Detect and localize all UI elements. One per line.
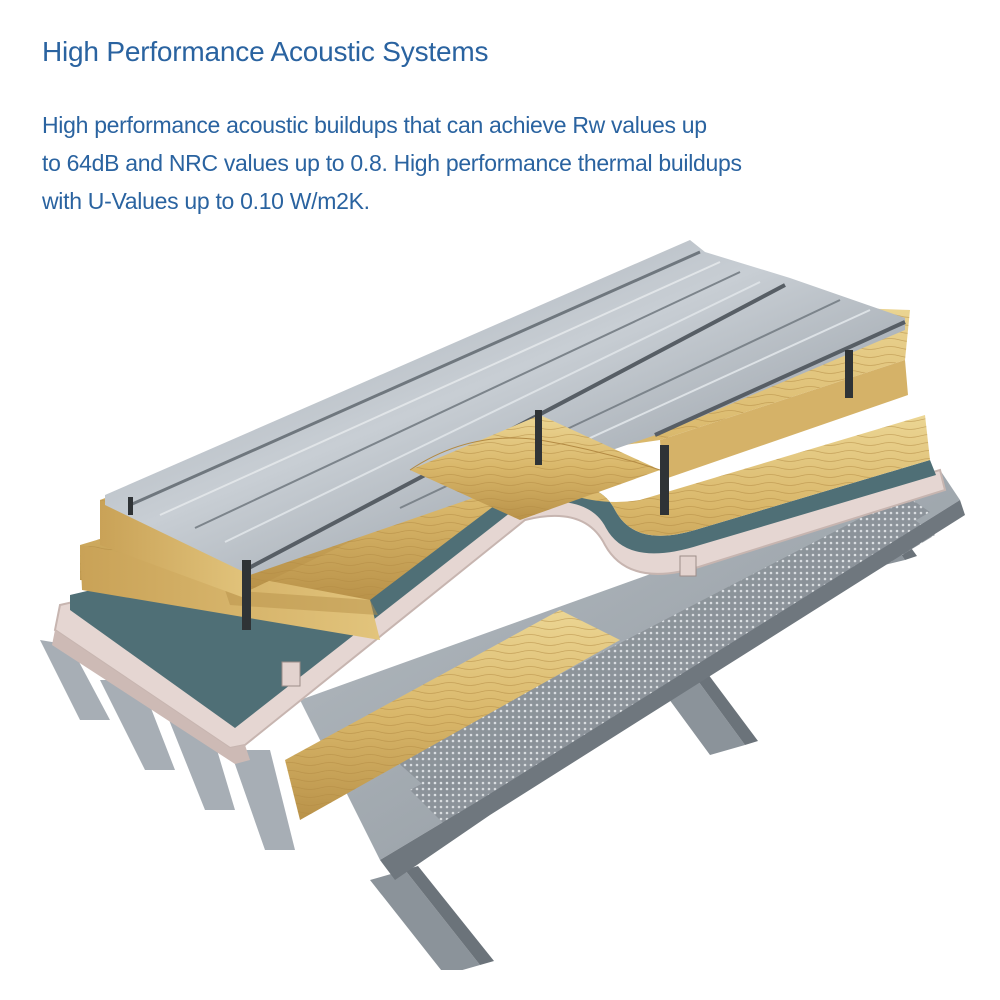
acoustic-infill [285,610,620,820]
vapour-membrane [70,460,936,728]
clip-brackets [128,350,853,630]
page-title: High Performance Acoustic Systems [42,36,489,67]
metal-roof-sheet [105,240,906,575]
metal-deck [40,470,965,880]
description-line: to 64dB and NRC values up to 0.8. High p… [42,150,742,176]
description-line: with U-Values up to 0.10 W/m2K. [42,188,370,214]
description-line: High performance acoustic buildups that … [42,112,707,138]
description-paragraph: High performance acoustic buildups that … [42,106,962,220]
roof-system-illustration [40,240,965,970]
spacers [281,555,697,687]
